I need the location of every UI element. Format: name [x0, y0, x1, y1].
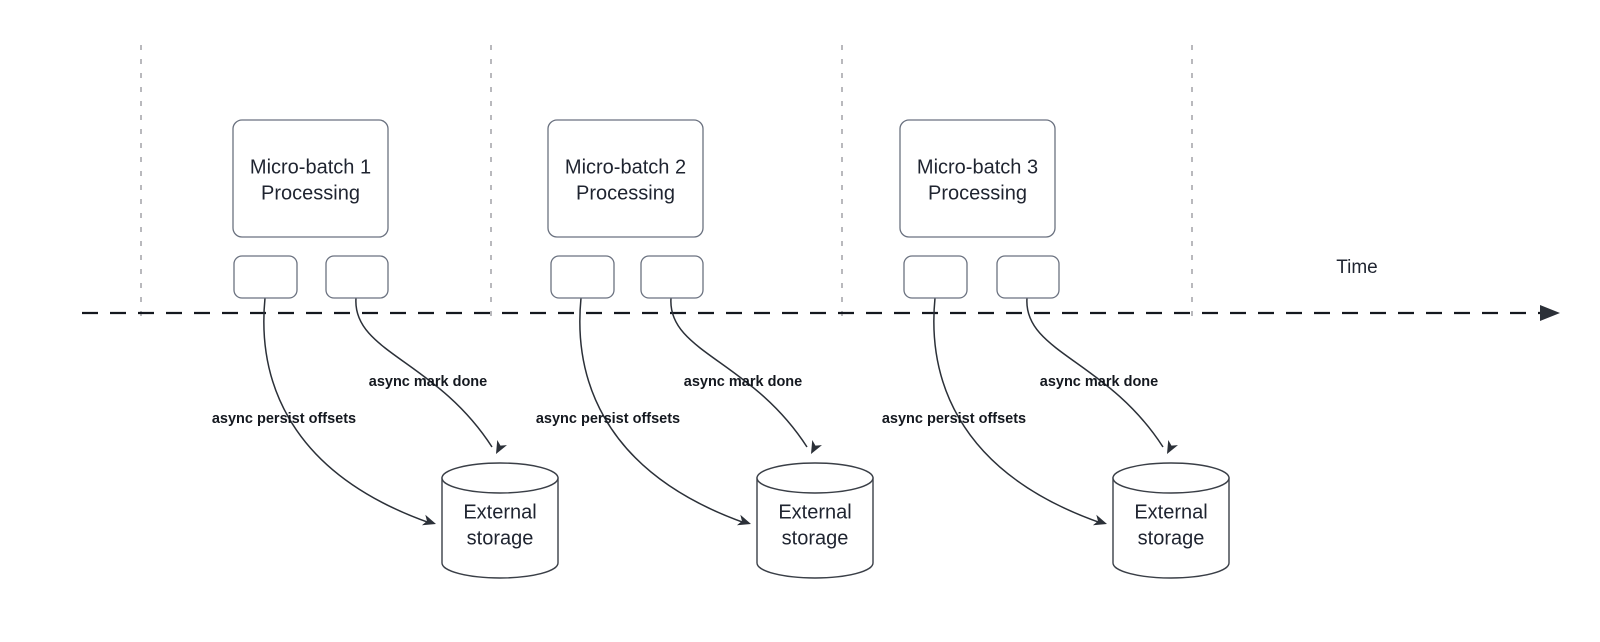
edge-persist-offsets-arrow-icon — [736, 514, 751, 526]
edge-mark-done — [670, 297, 808, 448]
task-box-markdone[interactable] — [996, 255, 1060, 299]
edge-mark-done-label: async mark done — [369, 374, 487, 390]
divider-lines — [140, 45, 1193, 324]
edge-persist-offsets-label: async persist offsets — [212, 411, 356, 427]
external-storage-cylinder-top — [441, 462, 559, 494]
edge-mark-done-arrow-icon — [811, 439, 822, 454]
task-box-markdone[interactable] — [640, 255, 704, 299]
edge-persist-offsets-label: async persist offsets — [536, 411, 680, 427]
task-box-markdone[interactable] — [325, 255, 389, 299]
task-box-persist[interactable] — [233, 255, 298, 299]
micro-batch-label-line2: Processing — [261, 183, 360, 205]
micro-batch-label-line2: Processing — [928, 183, 1027, 205]
external-storage-label-line2: storage — [782, 528, 849, 550]
task-box-persist[interactable] — [903, 255, 968, 299]
external-storage-cylinder-body — [1112, 477, 1230, 579]
edge-labels: async persist offsets async mark done asyn… — [212, 374, 1158, 427]
external-storage-label-line1: External — [1134, 502, 1207, 524]
timeline-arrow-icon — [1540, 305, 1560, 321]
micro-batch-box[interactable] — [547, 119, 704, 238]
time-axis-label: Time — [1336, 257, 1378, 278]
edges — [263, 297, 1178, 526]
external-storage-label-line2: storage — [467, 528, 534, 550]
external-storage-label-line1: External — [778, 502, 851, 524]
external-storage-cylinder-body — [441, 477, 559, 579]
micro-batch-label-line2: Processing — [576, 183, 675, 205]
edge-mark-done-arrow-icon — [1167, 439, 1178, 454]
micro-batch-label-line1: Micro-batch 3 — [917, 157, 1038, 179]
external-storage-cylinder-top — [756, 462, 874, 494]
edge-mark-done-arrow-icon — [496, 439, 507, 454]
edge-persist-offsets-arrow-icon — [421, 514, 436, 526]
edge-persist-offsets — [933, 297, 1102, 524]
external-storage-label-line1: External — [463, 502, 536, 524]
micro-batch-box[interactable] — [899, 119, 1056, 238]
timeline-axis: Time — [82, 257, 1560, 321]
edge-persist-offsets — [263, 297, 431, 524]
edge-mark-done — [355, 297, 493, 448]
micro-batch-label-line1: Micro-batch 1 — [250, 157, 371, 179]
edge-mark-done-label: async mark done — [684, 374, 802, 390]
edge-persist-offsets — [579, 297, 746, 524]
task-box-persist[interactable] — [550, 255, 615, 299]
micro-batch-label-line1: Micro-batch 2 — [565, 157, 686, 179]
edge-persist-offsets-arrow-icon — [1092, 514, 1107, 526]
micro-batch-box[interactable] — [232, 119, 389, 238]
external-storage-label-line2: storage — [1138, 528, 1205, 550]
external-storage-cylinder-body — [756, 477, 874, 579]
edge-persist-offsets-label: async persist offsets — [882, 411, 1026, 427]
edge-mark-done — [1026, 297, 1164, 448]
external-storage-cylinder-top — [1112, 462, 1230, 494]
edge-mark-done-label: async mark done — [1040, 374, 1158, 390]
